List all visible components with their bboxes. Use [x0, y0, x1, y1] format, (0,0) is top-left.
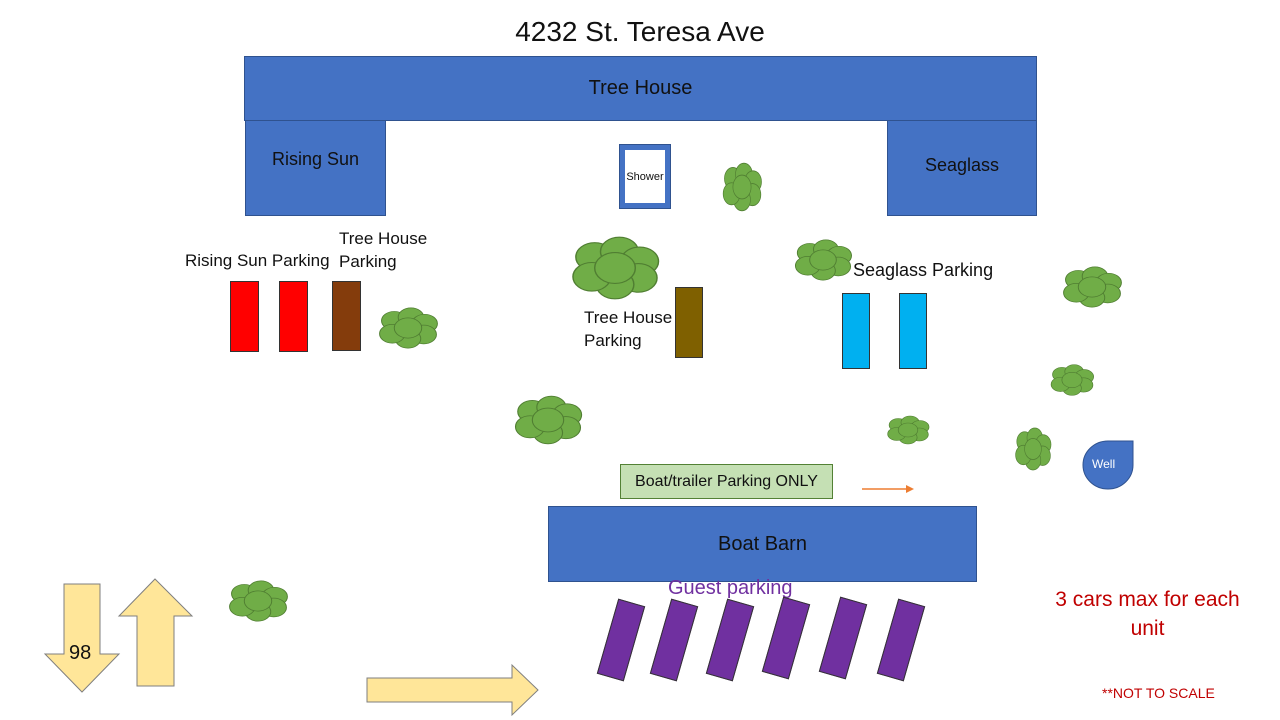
boat-trailer-label: Boat/trailer Parking ONLY	[635, 472, 818, 490]
seaglass-spot	[899, 293, 927, 369]
right-arrow-icon	[366, 663, 539, 717]
down-arrow-icon	[43, 583, 121, 693]
boat-barn-building: Boat Barn	[548, 506, 977, 582]
seaglass-parking-label: Seaglass Parking	[853, 260, 994, 280]
tree-house-label: Tree House	[588, 77, 693, 99]
tree-house-center-spot	[675, 287, 703, 358]
shower-building: Shower	[619, 144, 671, 209]
well-icon	[1082, 440, 1134, 490]
page-title: 4232 St. Teresa Ave	[515, 16, 765, 47]
tree-icon	[514, 395, 583, 445]
seaglass-spot	[842, 293, 870, 369]
tree-icon	[1063, 266, 1122, 308]
up-arrow-icon	[117, 578, 194, 687]
tree-icon	[722, 162, 762, 212]
seaglass-label: Seaglass	[924, 155, 1000, 175]
tree-icon	[887, 415, 930, 445]
tree-icon	[1015, 427, 1052, 471]
tree-icon	[229, 580, 288, 622]
rising-sun-spot	[279, 281, 308, 352]
road-number-label: 98	[69, 642, 91, 664]
tree-house-parking-label-left: Tree House Parking	[339, 229, 428, 271]
tree-icon	[379, 307, 438, 349]
boat-barn-label: Boat Barn	[718, 532, 807, 555]
boat-trailer-zone: Boat/trailer Parking ONLY	[620, 464, 833, 499]
guest-parking-label: Guest parking	[668, 577, 793, 599]
rising-sun-parking-label: Rising Sun Parking	[185, 251, 330, 270]
shower-label: Shower	[626, 170, 664, 183]
tree-house-building: Tree House	[244, 56, 1037, 121]
tree-icon	[794, 239, 852, 281]
small-arrow-icon	[862, 485, 914, 493]
tree-icon	[1050, 364, 1094, 396]
tree-house-spot	[332, 281, 361, 351]
max-cars-note: 3 cars max for each unit	[1055, 588, 1240, 640]
not-to-scale-note: **NOT TO SCALE	[1102, 685, 1215, 701]
rising-sun-building: Rising Sun	[245, 120, 386, 216]
tree-icon	[572, 236, 660, 300]
tree-house-parking-label-center: Tree House Parking	[584, 308, 673, 350]
seaglass-building: Seaglass	[887, 120, 1037, 216]
shower-inner: Shower	[625, 150, 665, 203]
rising-sun-label: Rising Sun	[271, 149, 360, 169]
well-label: Well	[1092, 457, 1115, 471]
rising-sun-spot	[230, 281, 259, 352]
